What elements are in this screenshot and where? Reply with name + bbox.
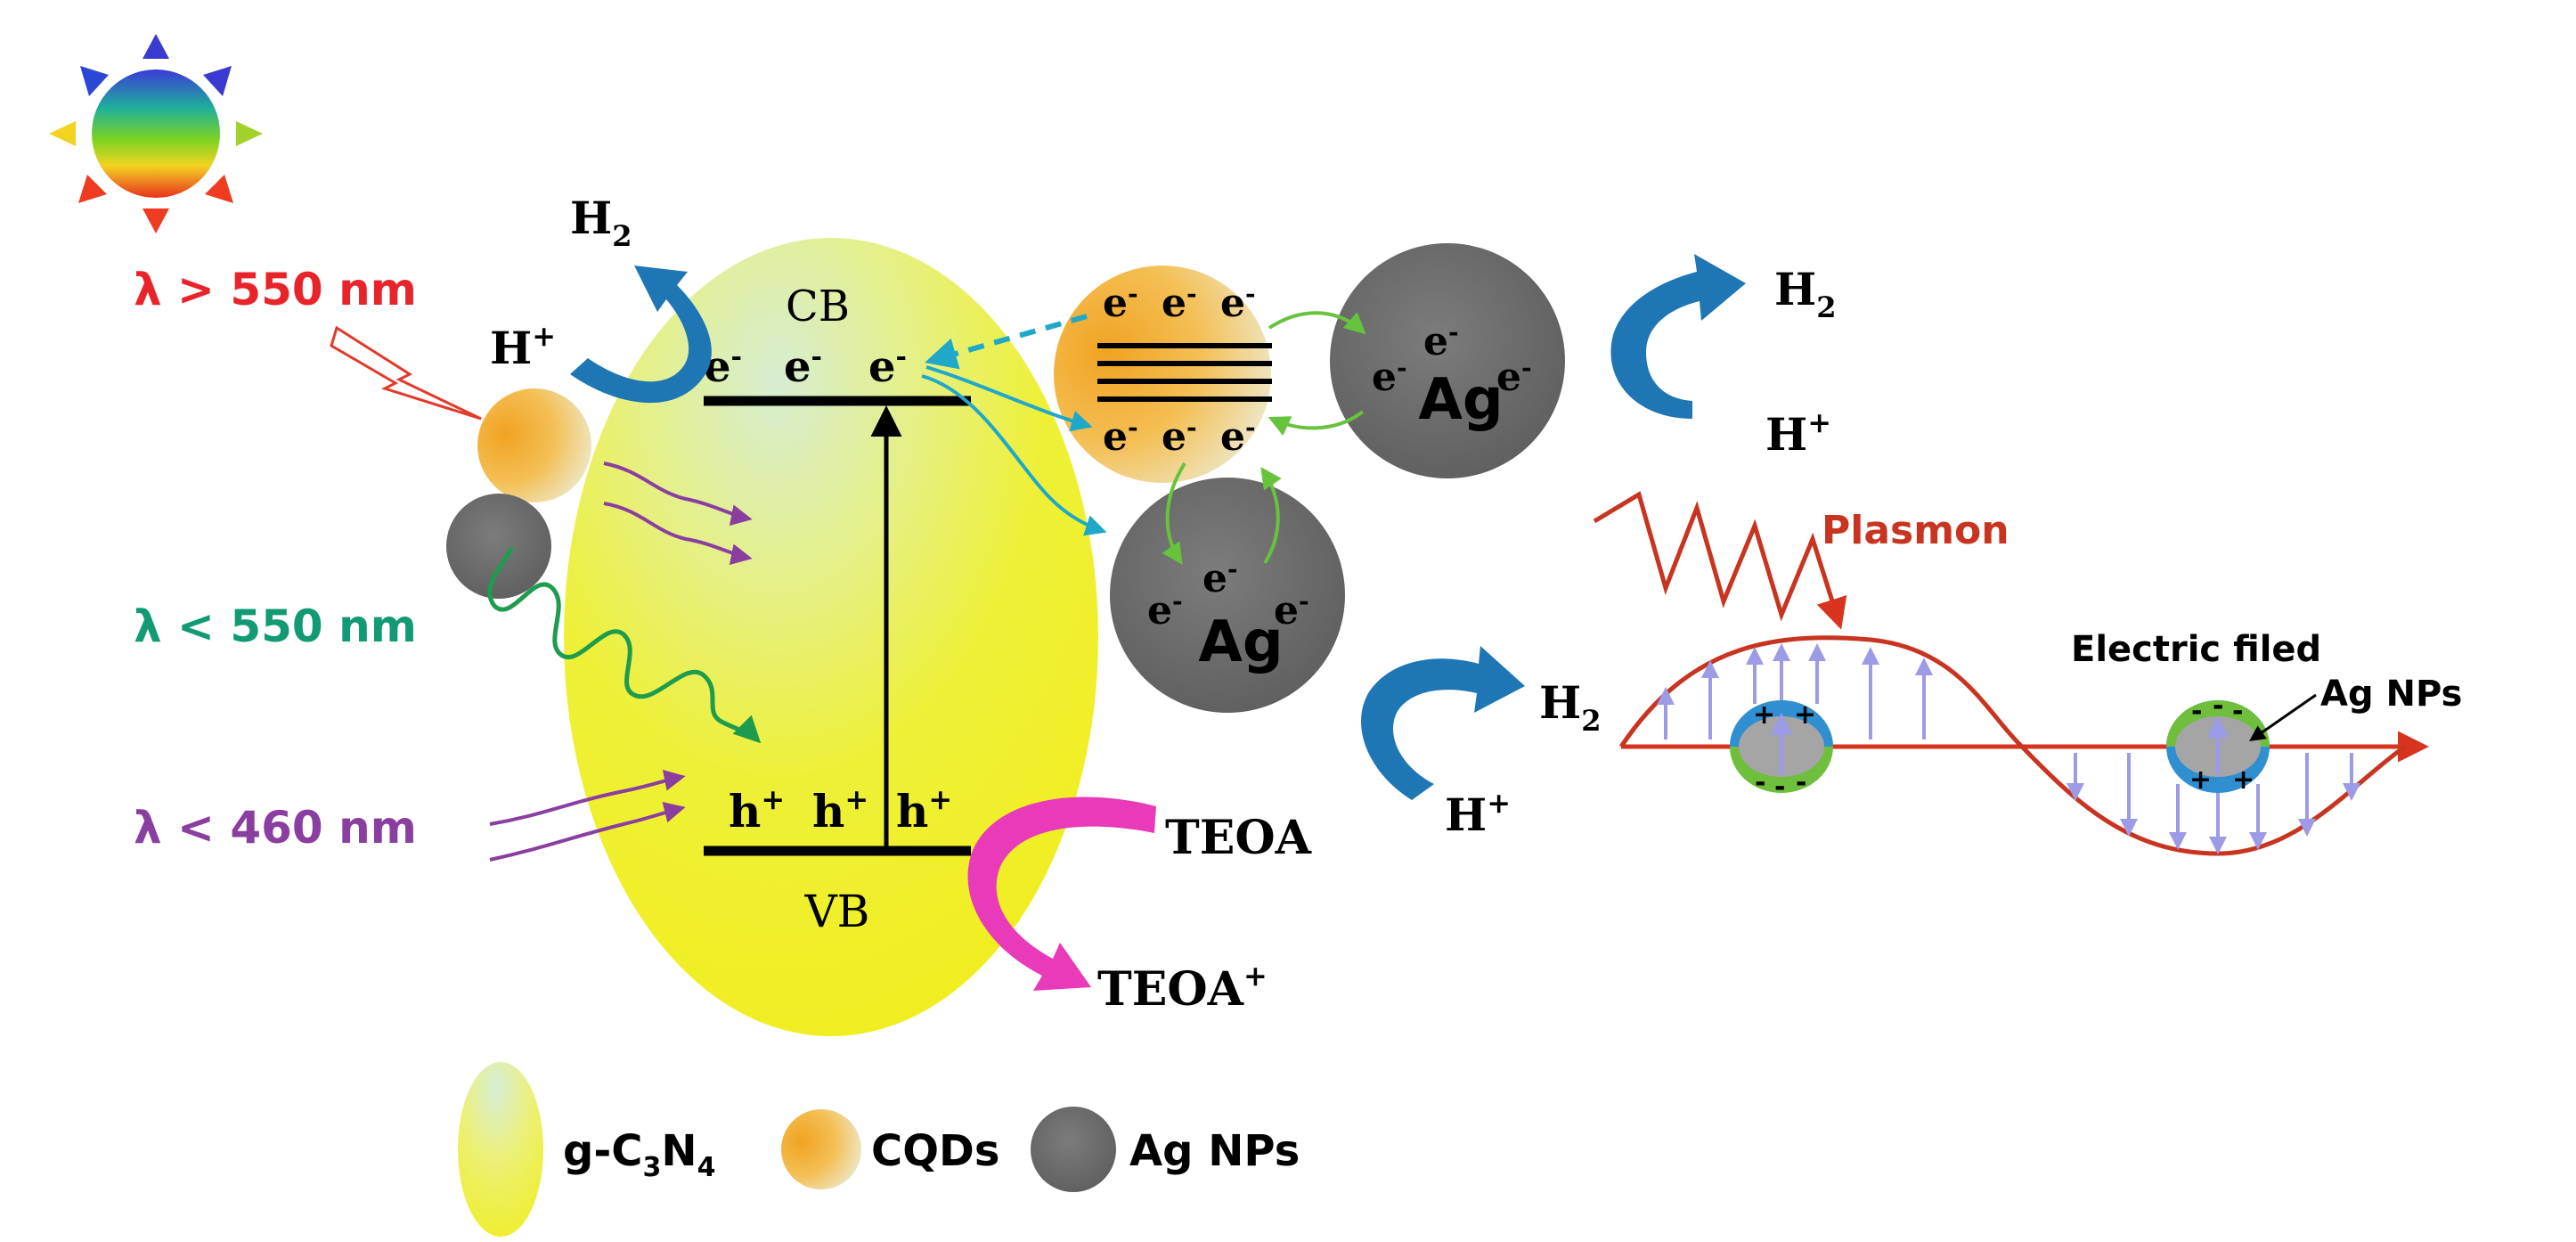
- svg-text:e-: e-: [868, 341, 907, 392]
- wavelength-lt550-label: λ < 550 nm: [134, 601, 417, 652]
- legend-cqd-swatch: [781, 1109, 861, 1189]
- h2-label-right: H2: [1774, 263, 1837, 324]
- vb-label: VB: [804, 886, 870, 937]
- magenta-reaction-arrow: [967, 797, 1156, 991]
- teoa-plus-label: TEOA+: [1097, 959, 1268, 1017]
- field-arrows-up: [1657, 643, 1933, 739]
- ag-particle-bottom: [1110, 478, 1345, 713]
- svg-text:h+: h+: [812, 782, 868, 838]
- h2-label-left: H2: [570, 192, 632, 253]
- legend: g-C3N4 CQDs Ag NPs: [458, 1062, 1300, 1237]
- dashed-transfer-arrow: [925, 314, 1088, 370]
- wavelength-gt550-label: λ > 550 nm: [134, 264, 417, 315]
- green-exchange-arrow: [1268, 311, 1366, 335]
- ag-right-electrons: e- e- e-: [1372, 317, 1532, 400]
- hplus-label-left: H+: [490, 319, 556, 374]
- ag-small-particle: [446, 494, 551, 599]
- legend-ag-label: Ag NPs: [1129, 1126, 1300, 1176]
- svg-text:e-: e-: [1162, 279, 1197, 326]
- ag-nps-label-plasmon: Ag NPs: [2320, 674, 2462, 715]
- svg-text:- - - +: - - - + +: [2189, 690, 2254, 796]
- green-exchange-arrow: [1268, 410, 1365, 437]
- legend-cqd-label: CQDs: [871, 1126, 999, 1176]
- legend-ag-swatch: [1031, 1107, 1116, 1192]
- electric-field-label: Electric filed: [2071, 629, 2321, 670]
- svg-text:e-: e-: [1274, 586, 1309, 633]
- plasmon-label: Plasmon: [1822, 508, 2009, 553]
- purple-light-arrow: [489, 770, 686, 826]
- ag-particle-right: [1330, 243, 1565, 478]
- ag-np-dipole-1: + + - - -: [1730, 699, 1833, 803]
- ag-nps-pointer: [2249, 693, 2317, 742]
- sun-icon: [49, 34, 263, 233]
- cb-label: CB: [786, 282, 850, 331]
- h2-label-bottom: H2: [1539, 676, 1602, 738]
- svg-text:h+: h+: [729, 782, 785, 838]
- purple-light-arrow: [489, 802, 686, 862]
- teoa-label: TEOA: [1165, 811, 1312, 865]
- svg-text:e-: e-: [1496, 353, 1532, 400]
- blue-reaction-arrow: [570, 266, 712, 404]
- green-exchange-arrow: [1162, 462, 1186, 565]
- legend-gcn-swatch: [458, 1062, 543, 1237]
- cqd-electrons-top: e- e- e-: [1103, 279, 1256, 326]
- cqd-small-particle: [477, 388, 591, 503]
- hplus-label-bottom: H+: [1445, 786, 1511, 841]
- purple-light-arrow: [603, 502, 753, 565]
- legend-gcn-label: g-C3N4: [563, 1126, 715, 1183]
- ag-np-dipole-2: - - - + +: [2166, 690, 2270, 796]
- svg-text:e-: e-: [1220, 413, 1256, 460]
- svg-text:h+: h+: [896, 782, 952, 838]
- wavelength-lt460-label: λ < 460 nm: [134, 802, 417, 854]
- svg-text:e-: e-: [1372, 353, 1407, 400]
- svg-text:e-: e-: [1423, 317, 1459, 364]
- green-light-arrow: [487, 546, 762, 744]
- cqd-graphene-layers: [1097, 343, 1272, 402]
- svg-text:e-: e-: [1103, 413, 1138, 460]
- svg-text:e-: e-: [1162, 413, 1197, 460]
- blue-reaction-arrow: [1610, 254, 1746, 419]
- blue-reaction-arrow: [1361, 646, 1525, 800]
- purple-light-arrow: [603, 462, 753, 526]
- svg-text:e-: e-: [1147, 586, 1183, 633]
- gcn-ellipse: [564, 238, 1098, 1036]
- green-exchange-arrow: [1260, 467, 1282, 565]
- ag-label-right: Ag: [1418, 367, 1503, 433]
- cyan-transfer-arrow: [921, 374, 1107, 536]
- electric-field-sine-wave: [1618, 635, 2407, 856]
- hplus-label-right: H+: [1765, 405, 1831, 461]
- svg-text:e-: e-: [784, 341, 822, 392]
- plasmon-wave-arrow: [1593, 491, 1847, 630]
- cqd-electrons-bottom: e- e- e-: [1103, 413, 1256, 460]
- cqd-large-particle: [1054, 266, 1271, 483]
- lightning-bolt-icon: [330, 325, 482, 421]
- svg-text:e-: e-: [1202, 554, 1238, 601]
- svg-text:e-: e-: [1220, 279, 1256, 326]
- svg-text:+ + - -: + + - - -: [1753, 699, 1826, 803]
- svg-text:e-: e-: [1103, 279, 1138, 326]
- ag-label-bottom: Ag: [1198, 609, 1283, 675]
- vb-holes: h+ h+ h+: [729, 782, 952, 838]
- cyan-transfer-arrow: [925, 365, 1093, 432]
- field-arrows-down: [2067, 753, 2360, 854]
- ag-bottom-electrons: e- e- e-: [1147, 554, 1309, 633]
